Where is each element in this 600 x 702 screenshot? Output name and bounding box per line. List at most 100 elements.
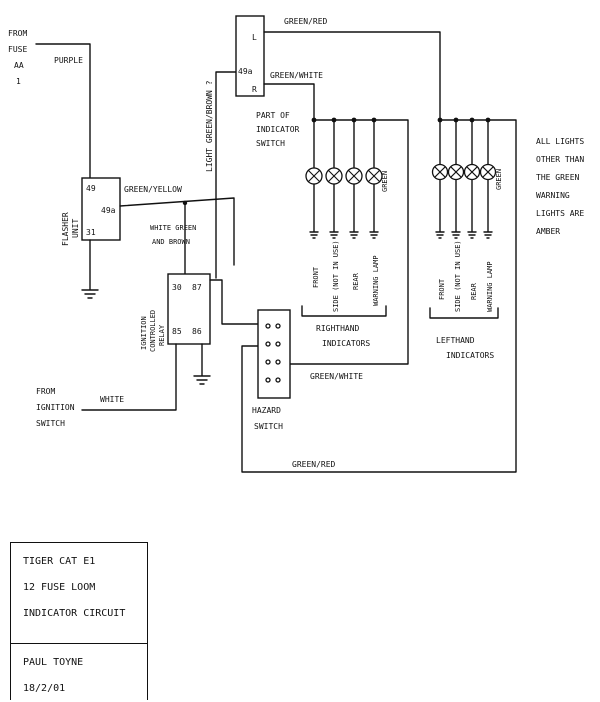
fuse-label-line2: FUSE xyxy=(8,45,27,54)
green-yellow-wire xyxy=(119,197,235,266)
hazard-caption-1: HAZARD xyxy=(252,406,281,415)
lh-caption-2: INDICATORS xyxy=(446,351,494,360)
flasher-unit-label-line1: FLASHER xyxy=(61,212,70,246)
relay-label-line1: IGNITION xyxy=(140,316,148,350)
ignition-label-line3: SWITCH xyxy=(36,419,65,428)
note-line-3: THE GREEN xyxy=(536,173,580,182)
lh-warning-branch xyxy=(483,119,493,239)
fuse-label-line1: FROM xyxy=(8,29,27,38)
rh-front-lamp-cross xyxy=(308,170,320,182)
light-green-brown-label: LIGHT GREEN/BROWN ? xyxy=(205,80,214,172)
flasher-terminal-49a: 49a xyxy=(101,206,116,215)
white-green-brown-label-1: WHITE GREEN xyxy=(150,224,196,232)
hazard-contact-4b xyxy=(275,377,281,383)
rh-warning-lamp-cross xyxy=(368,170,380,182)
lh-group-bracket xyxy=(429,307,499,319)
fuse-label-line3: AA xyxy=(14,61,24,70)
indicator-switch-caption-3: SWITCH xyxy=(256,139,285,148)
title-block: TIGER CAT E1 12 FUSE LOOM INDICATOR CIRC… xyxy=(10,542,148,644)
rh-warning-branch xyxy=(369,119,379,239)
lefthand-bus-wire xyxy=(241,119,517,473)
indicator-switch-caption-1: PART OF xyxy=(256,111,290,120)
purple-wire xyxy=(35,43,91,179)
author-block: PAUL TOYNE 18/2/01 xyxy=(10,643,148,700)
hazard-contact-3b xyxy=(275,359,281,365)
purple-wire-label: PURPLE xyxy=(54,56,83,65)
rh-rear-lamp-cross xyxy=(348,170,360,182)
lh-rear-label: REAR xyxy=(470,282,478,300)
lh-green-lamp-label: GREEN xyxy=(495,169,503,190)
ignition-relay xyxy=(167,273,211,345)
note-line-4: WARNING xyxy=(536,191,570,200)
lh-rear-lamp-cross xyxy=(466,166,478,178)
white-wire-label: WHITE xyxy=(100,395,124,404)
green-red-bottom-label: GREEN/RED xyxy=(292,460,336,469)
indicator-switch xyxy=(235,15,265,97)
hazard-contact-4a xyxy=(265,377,271,383)
note-line-2: OTHER THAN xyxy=(536,155,584,164)
relay-label-line2: CONTROLLED xyxy=(149,310,157,352)
lh-rear-branch xyxy=(467,119,477,239)
flasher-unit xyxy=(81,177,121,241)
hazard-contact-1a xyxy=(265,323,271,329)
rh-caption-2: INDICATORS xyxy=(322,339,370,348)
green-white-top-label: GREEN/WHITE xyxy=(270,71,323,80)
fuse-label-line4: 1 xyxy=(16,77,21,86)
lh-warning-lamp-cross xyxy=(482,166,494,178)
author-name: PAUL TOYNE xyxy=(23,657,84,668)
relay-terminal-30: 30 xyxy=(172,283,182,292)
relay-terminal-86: 86 xyxy=(192,327,202,336)
hazard-caption-2: SWITCH xyxy=(254,422,283,431)
relay-to-hazard-wire xyxy=(209,279,259,325)
green-red-top-wire xyxy=(263,31,441,121)
flasher-terminal-49: 49 xyxy=(86,184,96,193)
indicator-switch-caption-2: INDICATOR xyxy=(256,125,300,134)
lh-front-lamp-cross xyxy=(434,166,446,178)
amber-note: ALL LIGHTS OTHER THAN THE GREEN WARNING … xyxy=(536,137,584,236)
fuse-source-label: FROM FUSE AA 1 xyxy=(8,29,27,86)
relay-ground-symbol xyxy=(193,343,211,385)
relay-terminal-85: 85 xyxy=(172,327,182,336)
hazard-contact-3a xyxy=(265,359,271,365)
relay-terminal-87: 87 xyxy=(192,283,202,292)
rh-warning-label: WARNING LAMP xyxy=(372,255,380,306)
ignition-label-line2: IGNITION xyxy=(36,403,75,412)
white-green-brown-label-2: AND BROWN xyxy=(152,238,190,246)
lh-side-label: SIDE (NOT IN USE) xyxy=(454,240,462,312)
lh-front-branch xyxy=(435,119,445,239)
lh-front-label: FRONT xyxy=(438,278,446,300)
note-line-1: ALL LIGHTS xyxy=(536,137,584,146)
rh-side-branch xyxy=(329,119,339,239)
rh-group-bracket xyxy=(301,305,387,317)
rh-green-lamp-label: GREEN xyxy=(381,171,389,192)
title-line-2: 12 FUSE LOOM xyxy=(23,582,96,593)
rh-rear-label: REAR xyxy=(352,272,360,290)
white-wire xyxy=(81,343,177,411)
lh-side-branch xyxy=(451,119,461,239)
hazard-contact-2a xyxy=(265,341,271,347)
green-red-top-label: GREEN/RED xyxy=(284,17,328,26)
rh-front-label: FRONT xyxy=(312,266,320,288)
green-white-mid-label: GREEN/WHITE xyxy=(310,372,363,381)
lh-warning-label: WARNING LAMP xyxy=(486,261,494,312)
lh-caption-1: LEFTHAND xyxy=(436,336,475,345)
hazard-switch xyxy=(257,309,291,399)
flasher-terminal-31: 31 xyxy=(86,228,96,237)
title-line-3: INDICATOR CIRCUIT xyxy=(23,608,126,619)
drawing-date: 18/2/01 xyxy=(23,683,66,694)
note-line-6: AMBER xyxy=(536,227,560,236)
righthand-lamp-group: GREEN FRONT SIDE (NOT IN USE) REAR WARNI… xyxy=(289,117,409,365)
indicator-switch-terminal-R: R xyxy=(252,85,257,94)
ignition-label-line1: FROM xyxy=(36,387,55,396)
lefthand-lamp-group: GREEN FRONT SIDE (NOT IN USE) REAR WARNI… xyxy=(241,117,517,473)
green-white-top-wire xyxy=(263,83,315,121)
hazard-contact-2b xyxy=(275,341,281,347)
light-green-brown-wire xyxy=(215,71,237,279)
flasher-unit-label-line2: UNIT xyxy=(71,219,80,238)
indicator-switch-terminal-49a: 49a xyxy=(238,67,253,76)
indicator-switch-terminal-L: L xyxy=(252,33,257,42)
title-line-1: TIGER CAT E1 xyxy=(23,556,96,567)
note-line-5: LIGHTS ARE xyxy=(536,209,584,218)
ignition-source-label: FROM IGNITION SWITCH xyxy=(36,387,75,428)
